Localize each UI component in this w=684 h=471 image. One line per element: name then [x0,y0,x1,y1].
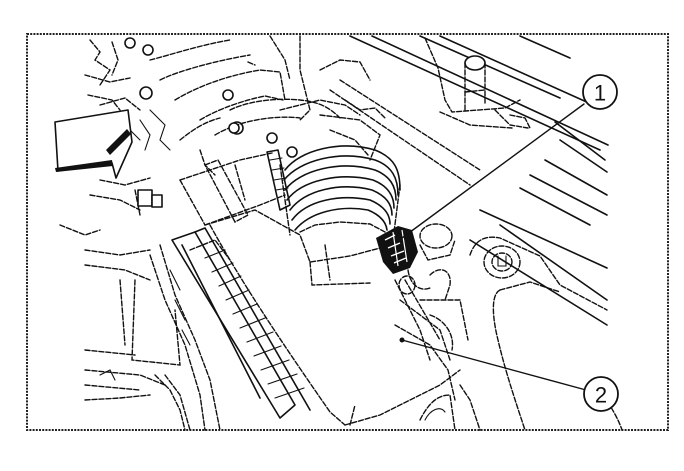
bellows-hose [266,145,401,241]
callout-1-leader-line [401,103,585,239]
air-cleaner-clip [204,159,249,223]
grommet [483,245,521,279]
callout-1-number: 1 [594,81,606,106]
bracket-upper [424,37,531,129]
lower-left-components [59,177,191,431]
direction-arrow-icon [54,109,133,179]
callout-2-number: 2 [595,383,607,408]
air-filter-element [149,227,311,431]
callout-2: 2 [399,337,619,412]
figure-frame [26,33,669,431]
callout-2-circle [583,376,619,412]
harness-connector [376,223,469,361]
callout-1: 1 [401,74,618,239]
callout-1-circle [582,74,618,110]
lower-duct [349,384,481,431]
throttle-area [214,98,386,161]
callout-2-leader-line [401,339,587,391]
engine-bay-drawing [59,35,623,431]
